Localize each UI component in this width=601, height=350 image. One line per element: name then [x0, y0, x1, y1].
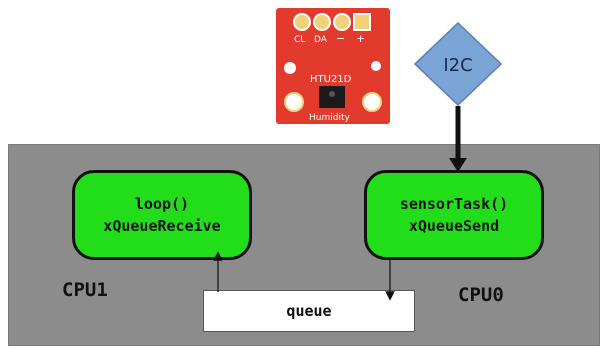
loop-task-function: loop() [134, 195, 190, 213]
mount-hole-right [362, 92, 382, 112]
gear-logo-icon [284, 62, 296, 74]
loop-task-call: xQueueReceive [103, 217, 221, 235]
mount-hole-left [284, 92, 304, 112]
i2c-label: I2C [443, 55, 472, 76]
pin-hole-gnd [333, 13, 351, 31]
pin-label-gnd: − [336, 32, 345, 45]
queue-label: queue [286, 302, 332, 320]
cpu0-label: CPU0 [458, 284, 504, 306]
sensor-task-call: xQueueSend [408, 217, 500, 235]
pin-label-cl: CL [294, 35, 305, 45]
loop-task-box: loop() xQueueReceive [72, 170, 252, 260]
cpu1-label: CPU1 [62, 279, 108, 301]
i2c-diamond: I2C [414, 22, 502, 106]
sensor-model-label: HTU21D [310, 74, 352, 85]
pin-label-vcc: + [356, 32, 365, 45]
pin-label-da: DA [314, 35, 328, 45]
pin-hole-vcc [353, 13, 371, 31]
sensor-task-function: sensorTask() [399, 195, 509, 213]
mark-icon [371, 61, 381, 71]
sensor-task-box: sensorTask() xQueueSend [364, 170, 544, 260]
pin-hole-da [313, 13, 331, 31]
htu21d-sensor-board: CL DA − + HTU21D Humidity [276, 8, 390, 124]
queue-box: queue [203, 290, 415, 332]
sensor-caption: Humidity [309, 113, 350, 123]
pin-hole-cl [293, 13, 311, 31]
